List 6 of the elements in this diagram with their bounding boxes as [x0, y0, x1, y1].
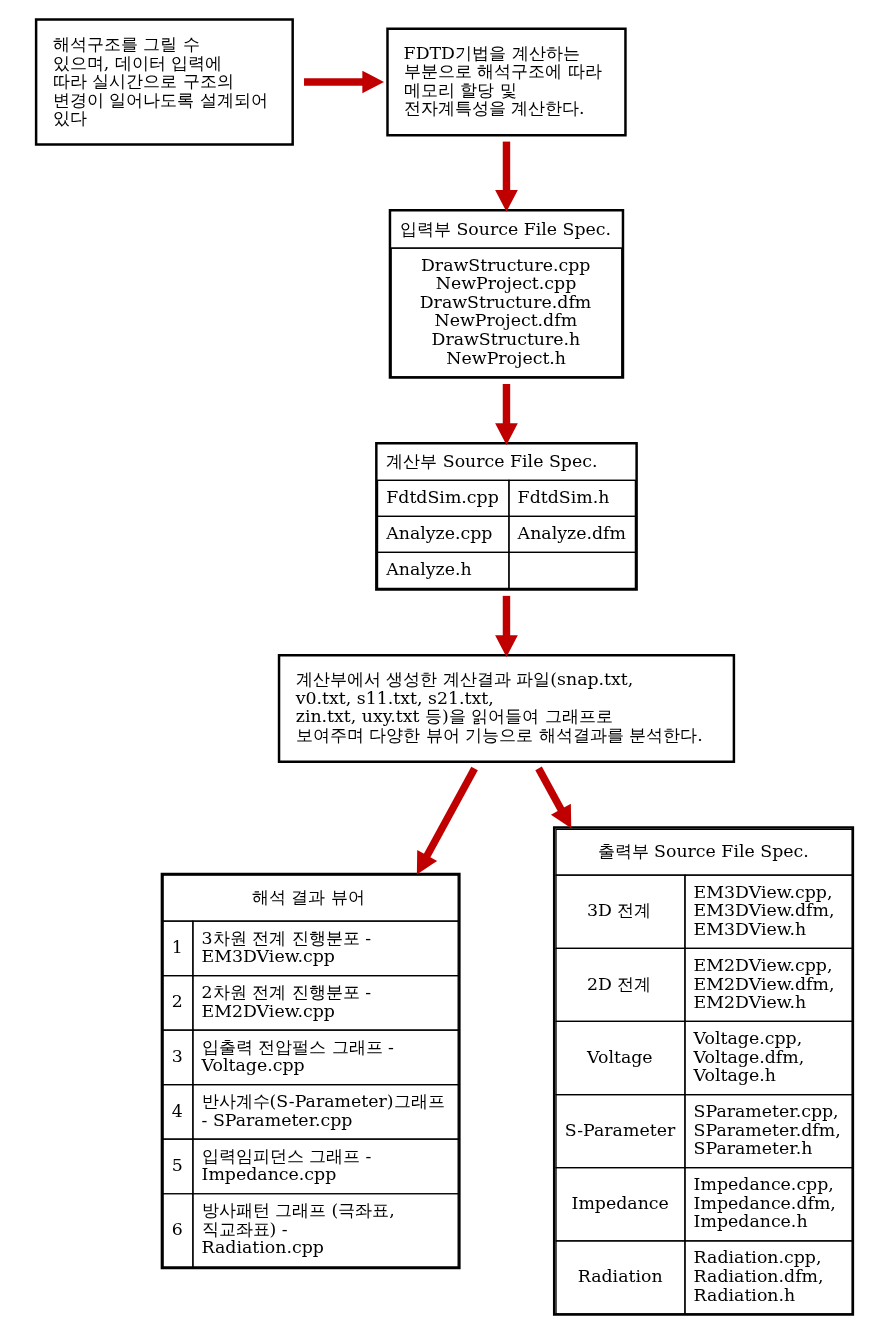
node-box: 해석구조를 그릴 수 있으며, 데이터 입력에 따라 실시간으로 구조의 변경이 일어나도록 설계되어 있다: [34, 18, 294, 146]
arrow: [494, 595, 518, 657]
arrow: [416, 766, 478, 875]
node-box: 계산부에서 생성한 계산결과 파일(snap.txt, v0.txt, s11.txt, s21.txt, zin.txt, uxy.txt 등)을 읽어들여 그래프로 보여주며 다양한 뷰어 기능으로 해석결과를 분석한다.: [277, 654, 735, 764]
node-box: FDTD기법을 계산하는 부분으로 해석구조에 따라 메모리 할당 및 전자계특성을 계산한다.: [385, 27, 627, 137]
arrow: [534, 766, 571, 829]
